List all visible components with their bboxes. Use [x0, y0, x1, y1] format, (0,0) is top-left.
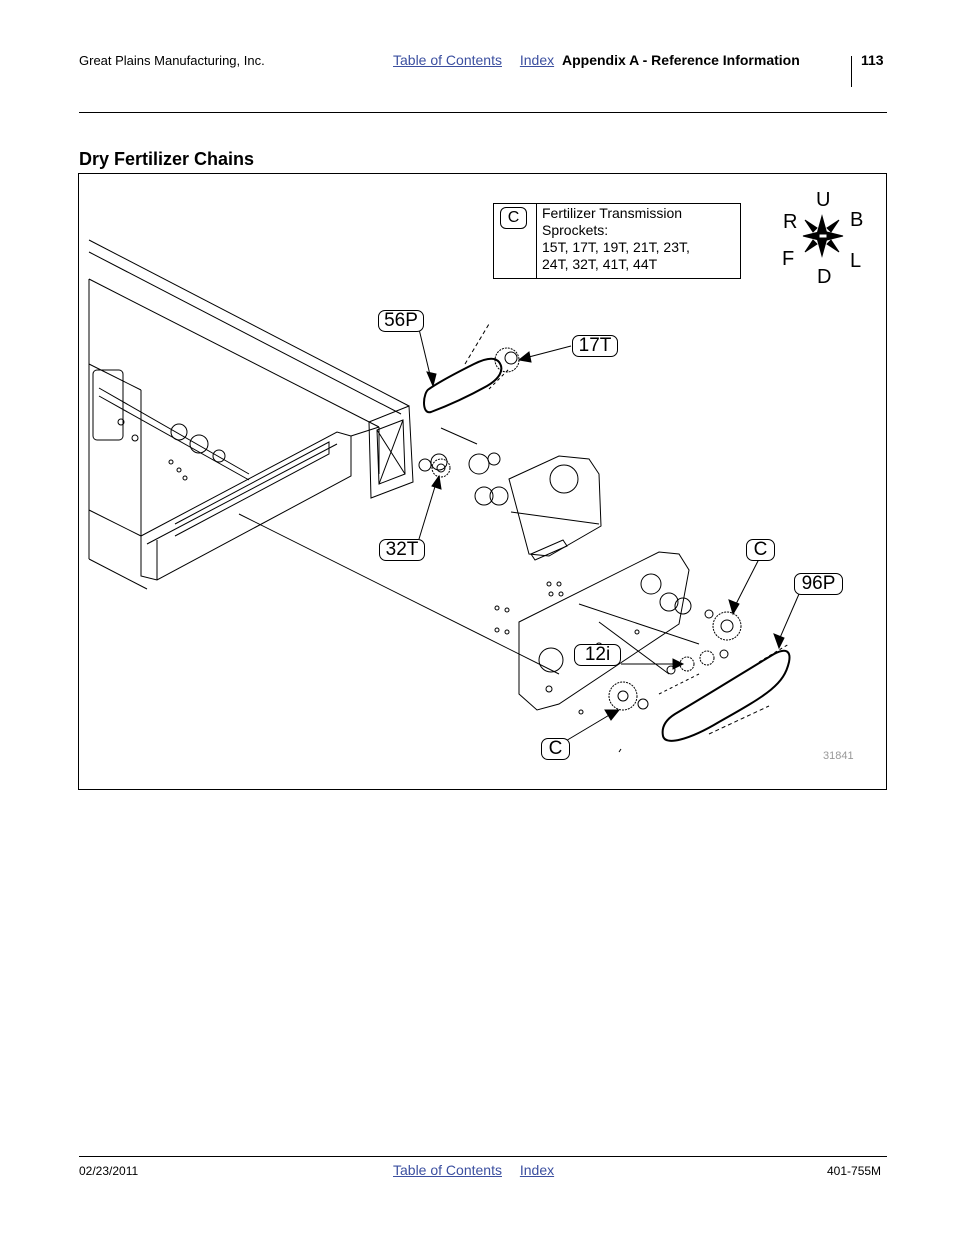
figure-number: 31841: [823, 750, 854, 762]
chain-96p: [661, 643, 791, 742]
header-index-link[interactable]: Index: [519, 52, 555, 68]
footer-toc-link[interactable]: Table of Contents: [393, 1162, 502, 1178]
header-rule: [79, 112, 887, 113]
header-nav: Table of Contents Index Appendix A - Ref…: [393, 52, 800, 68]
callout-56p: 56P: [378, 310, 424, 332]
compass-up-label: U: [816, 189, 831, 211]
sprocket-c-upper: [659, 592, 742, 641]
compass-back-label: B: [850, 209, 864, 231]
transmission-plate: [518, 551, 700, 711]
footer-nav: Table of Contents Index: [393, 1162, 568, 1178]
section-title: Dry Fertilizer Chains: [79, 149, 255, 169]
left-bearing-assembly: [92, 369, 250, 481]
legend-key-label: C: [500, 207, 527, 229]
chain-56p: [423, 323, 510, 414]
parts-figure: C Fertilizer Transmission Sprockets: 15T…: [78, 173, 887, 790]
footer-date: 02/23/2011: [79, 1164, 139, 1178]
hardware-bolts: [494, 581, 640, 715]
upper-mount-plate: [430, 427, 602, 561]
exploded-view-drawing: [88, 214, 844, 753]
callout-leaders: [418, 328, 800, 753]
header-separator: [851, 56, 852, 87]
sprocket-c-lower: [608, 673, 700, 711]
header-section-title: Appendix A - Reference Information: [562, 52, 800, 68]
compass-left-label: L: [850, 250, 862, 272]
footer-doc-number: 401-755M: [827, 1164, 882, 1178]
frame-beam: [88, 239, 414, 590]
sprocket-legend: C Fertilizer Transmission Sprockets: 15T…: [493, 203, 741, 279]
page-number: 113: [861, 52, 884, 68]
compass-right-label: R: [783, 211, 798, 233]
drive-shaft-line: [238, 513, 560, 675]
sprocket-17t: [494, 347, 520, 373]
legend-description: Fertilizer Transmission Sprockets: 15T, …: [542, 205, 690, 272]
callout-c-lower: C: [541, 738, 570, 760]
header-toc-link[interactable]: Table of Contents: [393, 52, 502, 68]
callout-32t: 32T: [379, 539, 425, 561]
callout-12i: 12i: [574, 644, 621, 666]
footer-rule: [79, 1156, 887, 1157]
legend-key-cell: C: [494, 204, 537, 278]
company-name: Great Plains Manufacturing, Inc.: [79, 53, 265, 68]
compass-rose: [802, 214, 844, 258]
callout-96p: 96P: [794, 573, 843, 595]
callout-c-upper: C: [746, 539, 775, 561]
sprocket-32t: [418, 458, 451, 478]
compass-front-label: F: [782, 248, 795, 270]
callout-17t: 17T: [572, 335, 618, 357]
footer-index-link[interactable]: Index: [519, 1162, 555, 1178]
compass-down-label: D: [817, 266, 832, 288]
